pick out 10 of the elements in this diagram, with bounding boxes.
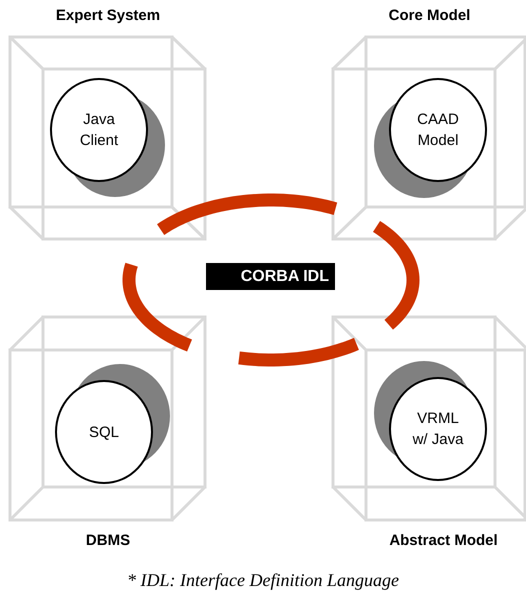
component-circle: CAAD Model xyxy=(389,78,487,182)
cube-title: Core Model xyxy=(388,6,472,26)
cube-title: Abstract Model xyxy=(388,531,499,551)
component-circle: SQL xyxy=(55,380,153,484)
component-circle: Java Client xyxy=(50,78,148,182)
ring-label: CORBA IDL xyxy=(206,263,335,290)
cube-title: DBMS xyxy=(84,531,132,551)
caption: * IDL: Interface Definition Language xyxy=(126,569,400,592)
cube-title: Expert System xyxy=(54,6,162,26)
component-circle: VRML w/ Java xyxy=(389,377,487,481)
